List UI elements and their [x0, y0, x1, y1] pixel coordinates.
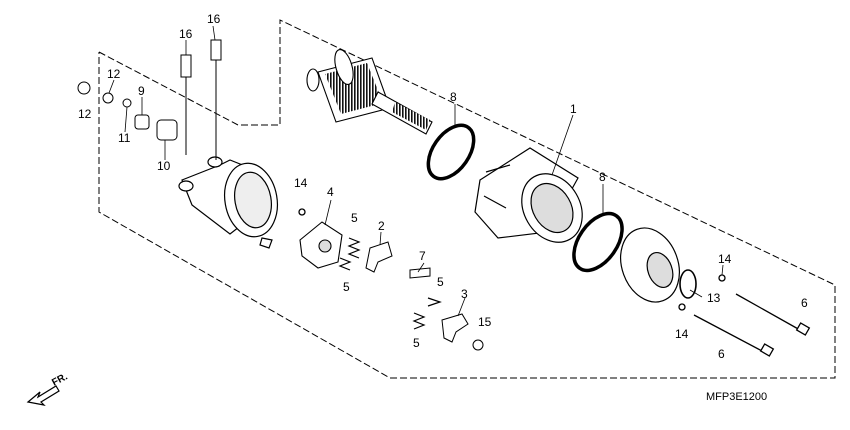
callout-14b: 14	[718, 252, 732, 266]
brush-terminals	[365, 241, 484, 351]
callout-8a: 8	[450, 90, 457, 104]
callout-15: 15	[478, 315, 492, 329]
o-ring-upper	[426, 123, 476, 181]
callout-5c: 5	[437, 275, 444, 289]
callout-5b: 5	[343, 280, 350, 294]
assembly-boundary	[98, 19, 836, 379]
callout-1: 1	[570, 102, 577, 116]
through-bolts	[298, 208, 811, 357]
callout-5a: 5	[351, 211, 358, 225]
callout-6b: 6	[718, 347, 725, 361]
o-ring-lower-inner	[577, 216, 619, 268]
fr-label: FR.	[50, 371, 70, 388]
callout-11: 11	[118, 131, 131, 145]
diagram-code: MFP3E1200	[706, 391, 767, 403]
callout-2: 2	[378, 219, 385, 233]
callout-10: 10	[157, 159, 171, 173]
callout-16b: 16	[179, 27, 193, 41]
callout-9: 9	[138, 84, 145, 98]
starter-yoke	[474, 147, 583, 243]
callout-16a: 16	[207, 12, 221, 26]
callout-6a: 6	[801, 296, 808, 310]
callout-5d: 5	[413, 336, 420, 350]
callout-13: 13	[707, 291, 721, 305]
leader-lines	[108, 25, 724, 317]
callout-12a: 12	[107, 67, 121, 81]
small-parts-left	[77, 39, 222, 160]
callout-3: 3	[461, 287, 468, 301]
armature	[306, 49, 433, 135]
brush-holder	[299, 221, 343, 269]
o-ring-upper-inner	[431, 128, 471, 176]
springs	[338, 237, 442, 330]
callout-14c: 14	[675, 327, 689, 341]
callout-labels: 1 2 3 4 5 5 5 5 6 6 7 8 8 9 10 11 12 12 …	[78, 12, 808, 361]
callout-7: 7	[419, 249, 426, 263]
front-cover	[620, 227, 697, 303]
rear-cover	[178, 156, 278, 249]
fr-arrow-icon	[26, 385, 60, 406]
o-ring-lower	[572, 211, 624, 273]
callout-4: 4	[327, 185, 334, 199]
front-direction-indicator: FR.	[26, 371, 70, 406]
callout-12b: 12	[78, 107, 92, 121]
callout-8b: 8	[599, 170, 606, 184]
callout-14a: 14	[294, 176, 308, 190]
